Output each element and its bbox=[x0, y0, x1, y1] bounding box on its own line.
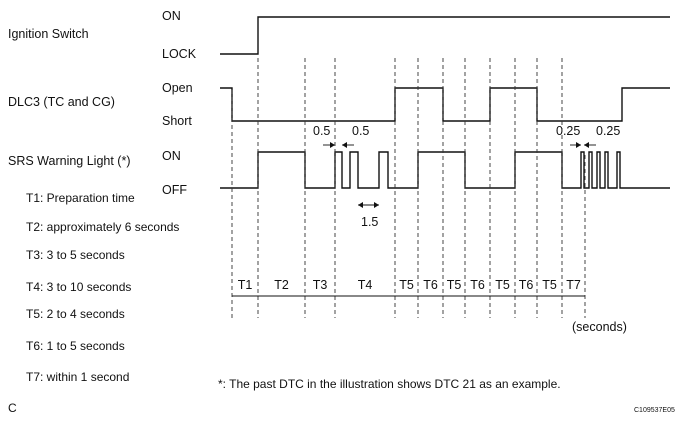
legend-t4: T4: 3 to 10 seconds bbox=[26, 280, 131, 294]
period-label-bg bbox=[236, 278, 254, 292]
ignition-signal-label: Ignition Switch bbox=[8, 27, 89, 41]
dim-1-5-arrow-left bbox=[358, 202, 363, 208]
period-label-bg bbox=[445, 278, 463, 292]
period-label-t4: T4 bbox=[358, 278, 373, 292]
period-label-bg bbox=[540, 278, 559, 292]
footnote: *: The past DTC in the illustration show… bbox=[218, 377, 561, 391]
ignition-waveform bbox=[220, 16, 670, 55]
dim-0-25-arrow-a bbox=[576, 142, 581, 148]
period-label-bg bbox=[564, 278, 583, 292]
period-label-bg bbox=[421, 278, 440, 292]
period-labels: T1 T2 T3 T4 T5 T6 T5 T6 T5 T6 T5 T7 bbox=[232, 278, 585, 297]
period-label-t2: T2 bbox=[274, 278, 289, 292]
srs-waveform bbox=[220, 151, 670, 189]
dim-0-25-arrow-b bbox=[584, 142, 589, 148]
period-label-bg bbox=[397, 278, 416, 292]
period-label-bg bbox=[493, 278, 512, 292]
dlc3-signal-label: DLC3 (TC and CG) bbox=[8, 95, 115, 109]
legend-t5: T5: 2 to 4 seconds bbox=[26, 307, 125, 321]
period-label-t6: T6 bbox=[519, 278, 534, 292]
period-boundary-lines bbox=[231, 58, 586, 318]
period-label-bg bbox=[356, 278, 374, 292]
legend-t6: T6: 1 to 5 seconds bbox=[26, 339, 125, 353]
period-label-t5: T5 bbox=[542, 278, 557, 292]
period-label-bg bbox=[468, 278, 487, 292]
ignition-lock-label: LOCK bbox=[162, 47, 197, 61]
pulse-width-0-25-first: 0.25 bbox=[556, 124, 580, 138]
srs-signal-label: SRS Warning Light (*) bbox=[8, 154, 131, 168]
period-label-t5: T5 bbox=[447, 278, 462, 292]
dlc3-short-label: Short bbox=[162, 114, 192, 128]
period-label-bg bbox=[272, 278, 291, 292]
dlc3-open-label: Open bbox=[162, 81, 193, 95]
ignition-on-label: ON bbox=[162, 9, 181, 23]
legend-t3: T3: 3 to 5 seconds bbox=[26, 248, 125, 262]
period-label-t5: T5 bbox=[495, 278, 510, 292]
dim-1-5-arrow-right bbox=[374, 202, 379, 208]
pulse-width-0-5-second: 0.5 bbox=[352, 124, 369, 138]
period-label-t3: T3 bbox=[313, 278, 328, 292]
pulse-width-0-5-first: 0.5 bbox=[313, 124, 330, 138]
corner-letter: C bbox=[8, 401, 17, 415]
period-label-t6: T6 bbox=[470, 278, 485, 292]
pulse-width-0-25-second: 0.25 bbox=[596, 124, 620, 138]
period-label-bg bbox=[311, 278, 329, 292]
dlc3-waveform bbox=[220, 87, 670, 122]
period-label-t7: T7 bbox=[566, 278, 581, 292]
seconds-unit-label: (seconds) bbox=[572, 320, 627, 334]
srs-off-label: OFF bbox=[162, 183, 187, 197]
srs-on-label: ON bbox=[162, 149, 181, 163]
figure-code: C109537E05 bbox=[634, 407, 675, 414]
dim-0-5-arrow-a bbox=[330, 142, 335, 148]
legend-t2: T2: approximately 6 seconds bbox=[26, 220, 179, 234]
pulse-width-1-5: 1.5 bbox=[361, 215, 378, 229]
dim-0-5-arrow-b bbox=[342, 142, 347, 148]
period-label-t5: T5 bbox=[399, 278, 414, 292]
legend-t1: T1: Preparation time bbox=[26, 191, 135, 205]
legend-t7: T7: within 1 second bbox=[26, 370, 129, 384]
period-label-t6: T6 bbox=[423, 278, 438, 292]
period-label-t1: T1 bbox=[238, 278, 253, 292]
period-label-bg bbox=[517, 278, 535, 292]
